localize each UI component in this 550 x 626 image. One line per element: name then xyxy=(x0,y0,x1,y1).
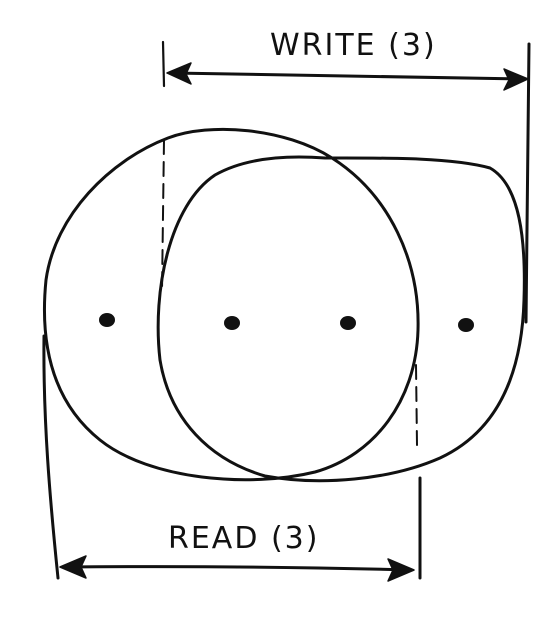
read-label: READ (3) xyxy=(168,521,319,556)
replica-node-4 xyxy=(458,318,474,332)
replica-node-2 xyxy=(224,316,240,330)
read-left-extension-line xyxy=(42,334,60,580)
read-dimension: READ (3) xyxy=(42,334,422,582)
write-right-extension-line xyxy=(524,42,531,324)
write-dimension: WRITE (3) xyxy=(161,28,531,324)
left-circle xyxy=(42,127,420,482)
read-right-dashed-guide xyxy=(415,364,418,446)
write-right-arrowhead xyxy=(503,68,529,91)
read-right-arrowhead xyxy=(387,558,415,582)
write-left-extension-line xyxy=(161,40,166,88)
read-dimension-line xyxy=(64,565,412,572)
write-dimension-line xyxy=(170,71,526,81)
read-left-arrowhead xyxy=(59,555,87,579)
replica-nodes xyxy=(99,313,474,332)
replica-node-1 xyxy=(99,313,115,327)
write-label: WRITE (3) xyxy=(270,28,437,63)
right-circle xyxy=(156,155,526,483)
replica-node-3 xyxy=(340,316,356,330)
write-left-arrowhead xyxy=(166,62,192,85)
write-left-dashed-guide xyxy=(161,139,165,291)
